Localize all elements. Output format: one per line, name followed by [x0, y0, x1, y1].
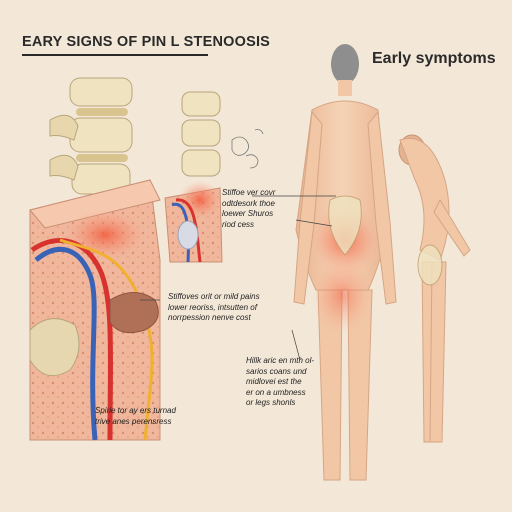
disc-bulge [109, 292, 159, 334]
spine-sketch [231, 129, 264, 169]
caption-1-line-2: odtdesork thoe [222, 198, 275, 208]
caption-3-line-2: trive anes perensress [95, 416, 172, 426]
caption-1: Stiffoe ver covr odtdesork thoe loewer S… [222, 188, 312, 230]
caption-1-line-1: Stiffoe ver covr [222, 188, 276, 197]
caption-3: Spirie tor ay ers turnad trive anes pere… [95, 406, 215, 427]
caption-4-line-4: er on a umbness [246, 387, 306, 397]
body-figure-back-view [293, 44, 397, 481]
caption-2-line-1: Stiffoves orit or mild pains [168, 292, 260, 301]
caption-4-line-5: or legs shonls [246, 398, 296, 407]
caption-4-line-1: Hillk aric en mth ol- [246, 356, 315, 365]
subtitle: Early symptoms [372, 50, 496, 67]
caption-4-line-2: sarios coans und [246, 366, 307, 376]
leader-lines [140, 195, 336, 361]
title-underline [22, 54, 208, 56]
body-figure-side-view [398, 134, 471, 443]
spine-cross-section-left [29, 77, 161, 441]
caption-1-line-3: loewer Shuros [222, 209, 274, 218]
vein [34, 246, 98, 441]
bone-fragment [29, 318, 80, 377]
vertebrae-column [49, 77, 133, 195]
page-title: EARY SIGNS OF PIN L STENOOSIS [22, 34, 271, 50]
caption-4-line-3: midlovei est the [246, 377, 302, 386]
caption-1-line-4: riod cess [222, 219, 255, 229]
caption-2-line-3: norrpession nenve cost [168, 313, 251, 322]
caption-2: Stiffoves orit or mild pains lower reori… [168, 292, 288, 324]
spine-cross-section-middle [164, 91, 223, 263]
caption-4: Hillk aric en mth ol- sarios coans und m… [246, 356, 356, 409]
caption-3-line-1: Spirie tor ay ers turnad [95, 406, 176, 415]
caption-2-line-2: lower reoriss, intsutten of [168, 302, 257, 312]
leg-pain-glow [312, 255, 372, 335]
